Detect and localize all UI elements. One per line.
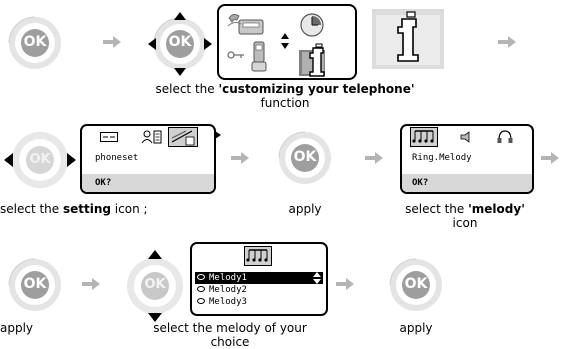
menu-item-melody2[interactable]: Melody2: [195, 284, 323, 296]
caption-text: select the: [405, 202, 469, 216]
row1-caption-line2: function: [260, 96, 310, 110]
row3-caption-2: select the melody of your choice: [140, 321, 320, 349]
bullet-icon: [197, 286, 205, 292]
user-list-icon: [141, 130, 162, 144]
row1-caption-text: select the: [155, 82, 219, 96]
row3-caption-3: apply: [399, 321, 433, 335]
settings-icon[interactable]: [168, 127, 198, 147]
up-down-arrows-icon[interactable]: [281, 33, 289, 49]
navigator-left-right-icon[interactable]: [3, 127, 77, 193]
headset-icon: [497, 130, 513, 143]
arrow-right-icon: [82, 278, 100, 290]
screen-title: Ring.Melody: [412, 153, 472, 163]
melody-icon[interactable]: [410, 127, 438, 147]
screen-title: phoneset: [95, 153, 139, 163]
navigator-up-down-left-right-icon[interactable]: [147, 11, 213, 77]
info-icon-large: [372, 9, 444, 69]
arrow-right-icon: [103, 36, 121, 48]
screen-softkey-bar: [402, 174, 532, 192]
caption-bold: setting: [62, 202, 111, 216]
arrow-right-icon: [365, 152, 383, 164]
row2-caption-2: apply: [288, 202, 322, 216]
phoneset-screen: phoneset OK?: [80, 124, 216, 194]
arrow-right-icon: [498, 36, 516, 48]
speaker-icon: [460, 131, 470, 143]
row1-caption-bold: 'customizing your telephone': [218, 82, 415, 96]
navigator-up-down-icon[interactable]: [122, 249, 188, 323]
row3-caption-1: apply: [0, 321, 34, 335]
menu-item-melody1[interactable]: Melody1: [195, 272, 323, 284]
ok-label: OK: [29, 152, 51, 167]
scroll-up-down-icon: [313, 272, 321, 284]
screen-ok-softkey[interactable]: OK?: [412, 178, 429, 188]
screen-ok-softkey[interactable]: OK?: [95, 178, 112, 188]
screen-softkey-bar: [82, 174, 214, 192]
info-icon[interactable]: [299, 43, 333, 77]
ok-label: OK: [23, 34, 47, 50]
clock-icon: [300, 13, 324, 37]
key-icon: [227, 51, 244, 59]
arrow-right-icon: [336, 278, 354, 290]
ok-label: OK: [404, 276, 428, 292]
menu-item-label: Melody2: [209, 285, 247, 295]
ok-label: OK: [23, 276, 47, 292]
row2-caption-1: select the setting icon ;: [0, 202, 150, 216]
scroll-right-icon: [215, 131, 221, 139]
ok-label: OK: [144, 277, 166, 292]
ok-label: OK: [168, 34, 192, 50]
caption-text: choice: [210, 335, 250, 349]
ring-melody-screen: Ring.Melody OK?: [400, 124, 534, 194]
melody-icon: [244, 246, 272, 266]
ok-label: OK: [293, 149, 317, 165]
bullet-icon: [197, 298, 205, 304]
telephone-icon: [227, 14, 264, 35]
card-icon: [100, 132, 118, 142]
caption-text: select the melody of your: [153, 321, 307, 335]
menu-item-label: Melody3: [209, 297, 247, 307]
caption-bold: 'melody': [468, 202, 525, 216]
handset-base-icon: [251, 41, 267, 72]
menu-item-label: Melody1: [209, 273, 247, 283]
customizing-icons-panel: [217, 4, 357, 80]
row2-caption-3: select the 'melody' icon: [390, 202, 540, 230]
menu-item-melody3[interactable]: Melody3: [195, 296, 323, 308]
row1-caption: select the 'customizing your telephone' …: [140, 82, 430, 110]
caption-text: select the: [0, 202, 63, 216]
arrow-right-icon: [541, 152, 559, 164]
arrow-right-icon: [231, 152, 249, 164]
caption-text: icon: [452, 216, 478, 230]
melody-list-screen: Melody1 Melody2 Melody3: [190, 242, 328, 316]
caption-text: icon ;: [110, 202, 148, 216]
bullet-icon: [197, 274, 205, 280]
